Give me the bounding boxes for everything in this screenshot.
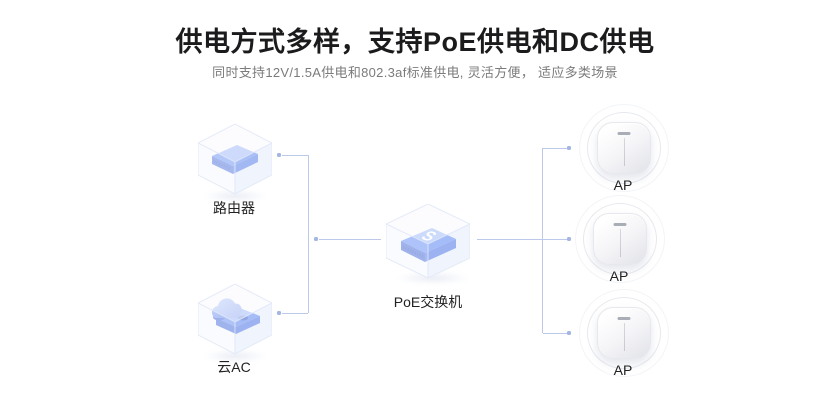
ap-device-body — [597, 122, 651, 174]
arrow-dot-ap-middle — [567, 237, 571, 241]
wifi-ring-outer — [575, 195, 665, 283]
router-cube-shadow — [203, 190, 267, 202]
ap-seam-line — [624, 323, 625, 351]
access-point-icon-bottom — [575, 284, 671, 380]
access-point-icon-top — [575, 99, 671, 195]
ap-seam-line — [624, 138, 625, 166]
poe-switch-label: PoE交换机 — [393, 294, 463, 310]
ap-middle-label: AP — [609, 268, 629, 284]
arrow-dot-left-stub — [314, 237, 318, 241]
poe-switch-cube-icon: S — [385, 203, 471, 283]
connector-switch-to-ap-top — [543, 148, 568, 149]
connector-switch-to-router — [282, 155, 308, 156]
page-subtitle: 同时支持12V/1.5A供电和802.3af标准供电, 灵活方便， 适应多类场景 — [212, 65, 618, 80]
arrow-dot-ap-top — [567, 146, 571, 150]
connector-switch-left-stub — [319, 239, 381, 240]
router-label: 路由器 — [213, 200, 255, 216]
router-cube-icon — [197, 123, 273, 201]
connector-switch-to-ap-bottom — [543, 333, 568, 334]
connector-right-vertical — [542, 148, 543, 333]
cloud-ac-cube-shadow — [203, 350, 267, 362]
cloud-ac-label: 云AC — [217, 359, 251, 375]
wifi-ring-inner — [587, 112, 661, 184]
wifi-ring-outer — [579, 104, 669, 192]
arrow-dot-ap-bottom — [567, 331, 571, 335]
ap-brand-logo — [613, 223, 627, 226]
wifi-ring-outer — [579, 289, 669, 377]
ap-brand-logo — [617, 317, 631, 320]
page-title: 供电方式多样，支持PoE供电和DC供电 — [175, 27, 655, 57]
connector-switch-to-cloud-ac — [282, 313, 308, 314]
ap-seam-line — [620, 229, 621, 257]
arrow-dot-cloud-ac — [277, 311, 281, 315]
ap-brand-logo — [617, 132, 631, 135]
access-point-icon-middle — [571, 190, 667, 286]
connector-left-vertical — [308, 155, 309, 313]
ap-top-label: AP — [613, 177, 633, 193]
ap-bottom-label: AP — [613, 362, 633, 378]
poe-switch-cube-shadow — [396, 272, 470, 284]
cloud-ac-cube-icon — [197, 283, 273, 361]
ap-device-body — [593, 213, 647, 265]
wifi-ring-inner — [587, 297, 661, 369]
arrow-dot-router — [277, 153, 281, 157]
connector-switch-to-ap-middle — [477, 239, 568, 240]
ap-device-body — [597, 307, 651, 359]
wifi-ring-inner — [583, 203, 657, 275]
